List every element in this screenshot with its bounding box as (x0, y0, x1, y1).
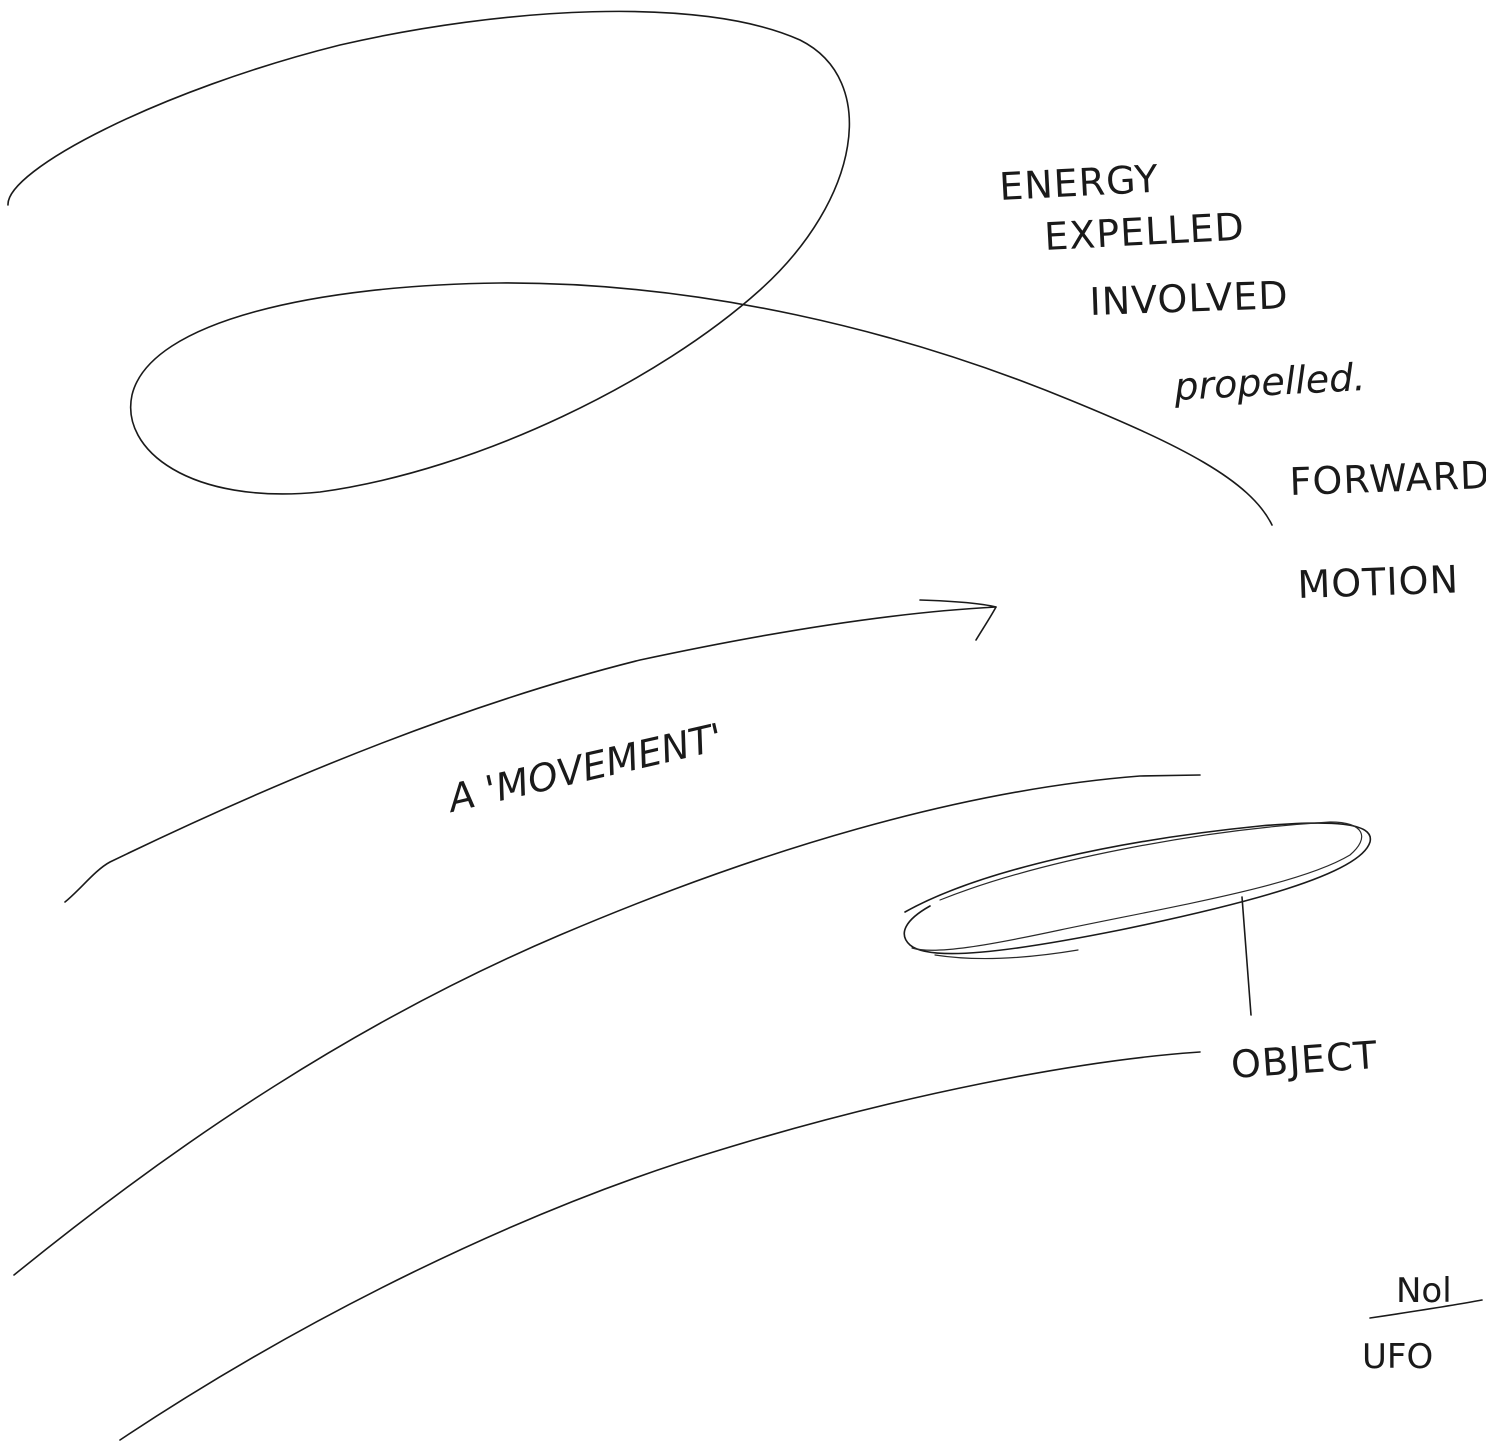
middle-sweep-line (14, 775, 1200, 1275)
note-energy: ENERGY (998, 157, 1160, 209)
note-involved: INVOLVED (1089, 273, 1290, 324)
movement-arrow-head (920, 600, 996, 640)
note-motion: MOTION (1297, 557, 1460, 607)
object-ellipse-tail (935, 950, 1078, 959)
bottom-sweep-line (120, 1052, 1200, 1440)
signature-bottom: UFO (1362, 1337, 1433, 1377)
note-expelled: EXPELLED (1043, 205, 1246, 259)
object-ellipse-outer (904, 823, 1370, 954)
object-pointer-line (1242, 897, 1251, 1015)
note-forward: FORWARD (1289, 453, 1486, 504)
top-loop-curve (8, 11, 1272, 525)
signature-top: Nol (1396, 1271, 1452, 1311)
movement-arrow-shaft (65, 607, 996, 902)
object-label: OBJECT (1230, 1033, 1380, 1087)
movement-label: A 'MOVEMENT' (441, 715, 727, 822)
note-propelled: propelled. (1172, 355, 1366, 409)
